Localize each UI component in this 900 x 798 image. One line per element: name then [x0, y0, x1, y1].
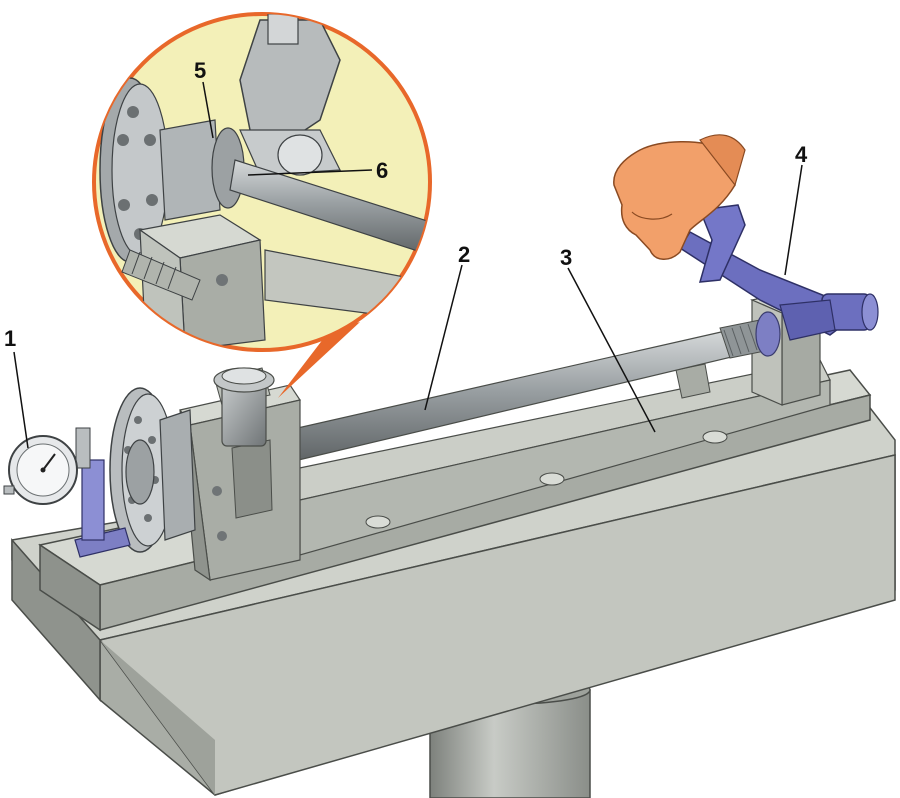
- hub-flange: [109, 387, 196, 553]
- callout-6: 6: [376, 158, 388, 183]
- callout-2: 2: [458, 242, 470, 267]
- magnified-inset: [92, 12, 432, 398]
- hand-illustration: [613, 134, 746, 260]
- left-headstock: [179, 367, 301, 582]
- leader-lines: [13, 81, 803, 449]
- callout-4: 4: [795, 142, 808, 167]
- callout-5: 5: [194, 58, 206, 83]
- torque-wrench: [678, 204, 879, 341]
- bolt-heads: [365, 430, 728, 529]
- dial-indicator: [3, 427, 131, 558]
- callout-labels: 1 2 3 4 5 6: [4, 58, 808, 351]
- callout-3: 3: [560, 245, 572, 270]
- callout-1: 1: [4, 326, 16, 351]
